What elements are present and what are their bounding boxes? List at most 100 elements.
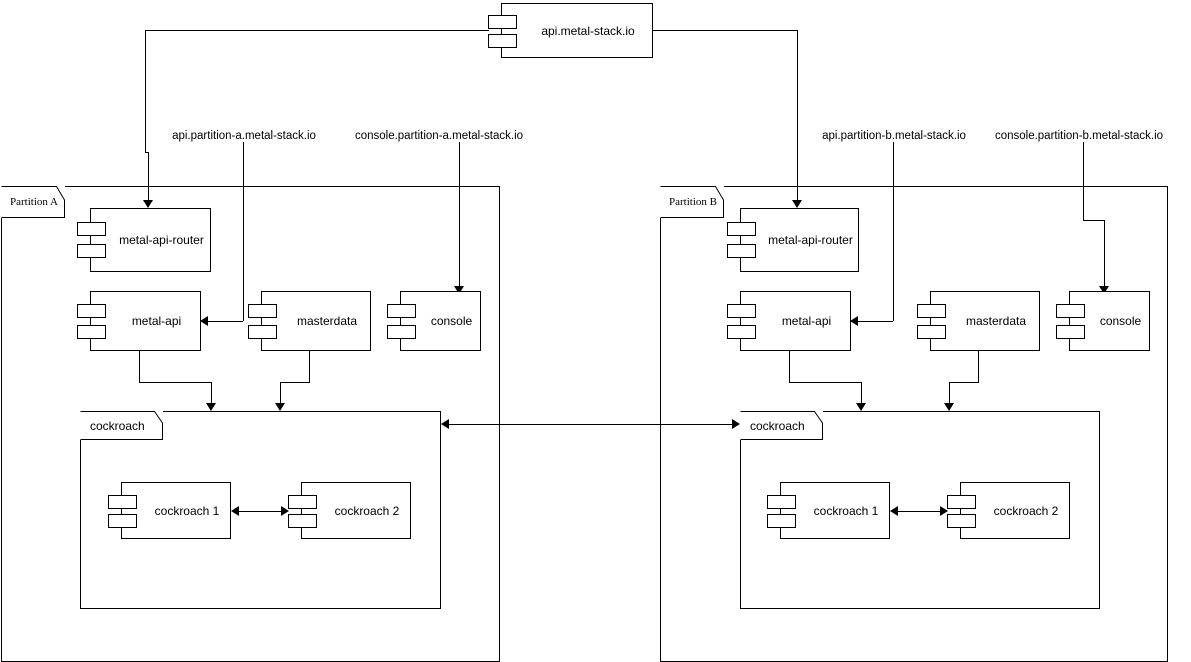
component-body	[261, 291, 371, 351]
container-label-cockroach-a: cockroach	[90, 418, 145, 433]
component-body	[301, 482, 411, 539]
edge-gateway-to-partition-b-vert	[797, 30, 798, 202]
edge-console-b-jog	[1083, 220, 1105, 221]
component-jack-icon	[767, 513, 796, 528]
arrowhead-cockroach-b-right	[940, 506, 948, 516]
component-jack-icon	[108, 513, 137, 528]
edge-masterdata-b-across	[949, 382, 979, 383]
edge-api-b-to-metal-api	[858, 321, 893, 322]
component-masterdata-b[interactable]: masterdata	[917, 291, 1040, 351]
arrowhead-to-console-a	[454, 286, 464, 294]
arrowhead-metal-api-a-to-cockroach	[206, 403, 216, 411]
component-cockroach-2-a[interactable]: cockroach 2	[288, 482, 411, 539]
component-body	[960, 482, 1070, 539]
component-jack-icon	[387, 304, 416, 319]
component-jack-icon	[917, 304, 946, 319]
edge-cockroach-b-replication	[897, 511, 942, 512]
component-jack-icon	[77, 222, 106, 237]
component-label: masterdata	[965, 314, 1027, 328]
component-cockroach-1-a[interactable]: cockroach 1	[108, 482, 231, 539]
component-label: metal-api-router	[119, 233, 204, 247]
component-jack-icon	[1056, 304, 1085, 319]
edge-masterdata-b-drop	[949, 382, 950, 405]
arrowhead-to-metal-api-router-a	[143, 200, 153, 208]
component-jack-icon	[488, 33, 517, 48]
component-label: metal-api	[131, 314, 182, 328]
component-metal-api-b[interactable]: metal-api	[727, 291, 851, 351]
edge-metal-api-b-drop	[861, 382, 862, 405]
component-console-b[interactable]: console	[1056, 291, 1150, 351]
component-body	[740, 208, 859, 272]
container-tab-cockroach-b: cockroach	[740, 411, 823, 440]
dns-label-console-partition-b: console.partition-b.metal-stack.io	[994, 130, 1164, 142]
component-jack-icon	[727, 324, 756, 339]
component-label: console	[430, 314, 473, 328]
component-jack-icon	[947, 494, 976, 509]
component-body	[501, 3, 653, 58]
component-label: cockroach 2	[993, 503, 1059, 518]
arrowhead-masterdata-a-to-cockroach	[275, 403, 285, 411]
edge-gateway-to-partition-a-vert	[145, 30, 146, 152]
container-tab-cockroach-a: cockroach	[80, 411, 163, 440]
component-label: api.metal-stack.io	[541, 23, 635, 38]
component-label: metal-api-router	[768, 233, 853, 247]
edge-console-b-drop2	[1104, 220, 1105, 288]
component-label: masterdata	[296, 314, 358, 328]
arrowhead-to-metal-api-router-b	[792, 200, 802, 208]
edge-masterdata-a-drop	[280, 382, 281, 405]
edge-api-b-drop	[893, 142, 894, 321]
container-cockroach-b[interactable]	[740, 411, 1100, 609]
arrowhead-to-console-b	[1099, 286, 1109, 294]
component-jack-icon	[288, 513, 317, 528]
component-jack-icon	[108, 494, 137, 509]
component-label: console	[1099, 314, 1142, 328]
component-api-metal-stack-io[interactable]: api.metal-stack.io	[488, 3, 653, 58]
component-jack-icon	[248, 304, 277, 319]
component-jack-icon	[77, 304, 106, 319]
edge-metal-api-b-down	[789, 351, 790, 382]
component-body	[740, 291, 851, 351]
edge-metal-api-a-down	[139, 351, 140, 382]
arrowhead-masterdata-b-to-cockroach	[944, 403, 954, 411]
node-tab-partition-a: Partition A	[1, 186, 65, 218]
edge-gateway-a-drop	[148, 152, 149, 202]
component-label: cockroach 1	[154, 503, 220, 518]
edge-metal-api-a-across	[139, 382, 212, 383]
component-body	[930, 291, 1040, 351]
component-body	[1069, 291, 1150, 351]
component-jack-icon	[1056, 324, 1085, 339]
arrowhead-cross-partition-right	[732, 419, 740, 429]
edge-cockroach-a-replication	[238, 511, 283, 512]
arrowhead-cockroach-a-right	[281, 506, 289, 516]
edge-api-a-drop	[243, 142, 244, 321]
edge-api-a-to-metal-api	[208, 321, 243, 322]
component-jack-icon	[77, 243, 106, 258]
dns-label-api-partition-a: api.partition-a.metal-stack.io	[172, 130, 316, 142]
component-metal-api-router-a[interactable]: metal-api-router	[77, 208, 211, 272]
edge-metal-api-b-across	[789, 382, 862, 383]
component-metal-api-a[interactable]: metal-api	[77, 291, 201, 351]
component-masterdata-a[interactable]: masterdata	[248, 291, 371, 351]
arrowhead-metal-api-b-to-cockroach	[856, 403, 866, 411]
component-console-a[interactable]: console	[387, 291, 481, 351]
arrowhead-cockroach-a-left	[231, 506, 239, 516]
component-jack-icon	[727, 304, 756, 319]
edge-metal-api-a-drop	[211, 382, 212, 405]
component-jack-icon	[767, 494, 796, 509]
edge-masterdata-b-down	[978, 351, 979, 382]
component-label: metal-api	[781, 314, 832, 328]
component-jack-icon	[947, 513, 976, 528]
edge-gateway-to-partition-a	[145, 30, 489, 31]
component-cockroach-2-b[interactable]: cockroach 2	[947, 482, 1070, 539]
edge-masterdata-a-across	[280, 382, 310, 383]
container-cockroach-a[interactable]	[80, 411, 441, 609]
dns-label-console-partition-a: console.partition-a.metal-stack.io	[354, 130, 524, 142]
node-label-partition-a: Partition A	[10, 196, 58, 208]
component-cockroach-1-b[interactable]: cockroach 1	[767, 482, 890, 539]
component-jack-icon	[727, 243, 756, 258]
arrowhead-cockroach-b-left	[890, 506, 898, 516]
node-label-partition-b: Partition B	[669, 196, 717, 208]
component-metal-api-router-b[interactable]: metal-api-router	[727, 208, 859, 272]
edge-console-a-drop	[459, 142, 460, 288]
